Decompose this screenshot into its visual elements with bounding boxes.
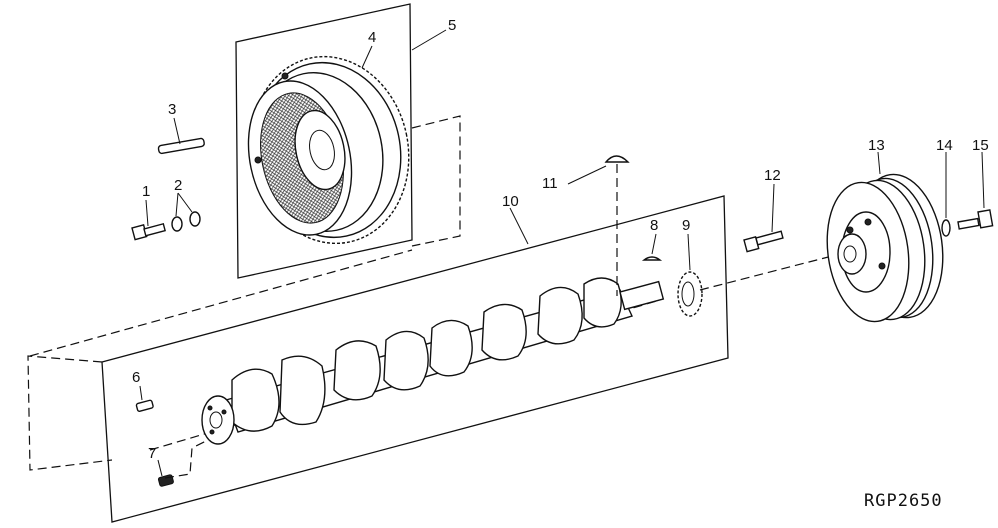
callout-5: 5: [448, 17, 456, 34]
flywheel-panel: [235, 3, 461, 279]
callout-1: 1: [142, 183, 150, 200]
leader-lines: [139, 29, 985, 477]
set-screw: [157, 474, 174, 487]
woodruff-key-small: [641, 256, 663, 261]
flywheel-bolt: [131, 222, 166, 241]
dowel-pin: [135, 399, 154, 412]
callout-6: 6: [132, 369, 140, 386]
callout-9: 9: [682, 217, 690, 234]
callout-12: 12: [764, 167, 781, 184]
flywheel-dowel: [157, 137, 205, 155]
pulley-washer: [941, 219, 951, 237]
flywheel: [247, 55, 410, 245]
damper-bolt: [743, 230, 784, 253]
callout-4: 4: [368, 29, 376, 46]
pulley-bolt: [957, 209, 994, 230]
washer-a: [171, 216, 183, 232]
washer-b: [189, 211, 201, 227]
callout-3: 3: [168, 101, 176, 118]
woodruff-key-large: [604, 155, 630, 163]
callout-14: 14: [936, 137, 953, 154]
crankshaft-gear: [677, 271, 703, 317]
damper-pulley: [826, 173, 944, 323]
callout-10: 10: [502, 193, 519, 210]
crankshaft: [149, 277, 665, 451]
reference-code: RGP2650: [864, 491, 943, 511]
callout-15: 15: [972, 137, 989, 154]
callout-7: 7: [148, 445, 156, 462]
callout-8: 8: [650, 217, 658, 234]
callout-2: 2: [174, 177, 182, 194]
callout-11: 11: [542, 175, 558, 192]
callout-13: 13: [868, 137, 885, 154]
callout-labels: 1 2 3 4 5 6 7 8 9 10 11 12 13 14 15: [132, 17, 989, 462]
crankshaft-panel: [27, 195, 729, 523]
